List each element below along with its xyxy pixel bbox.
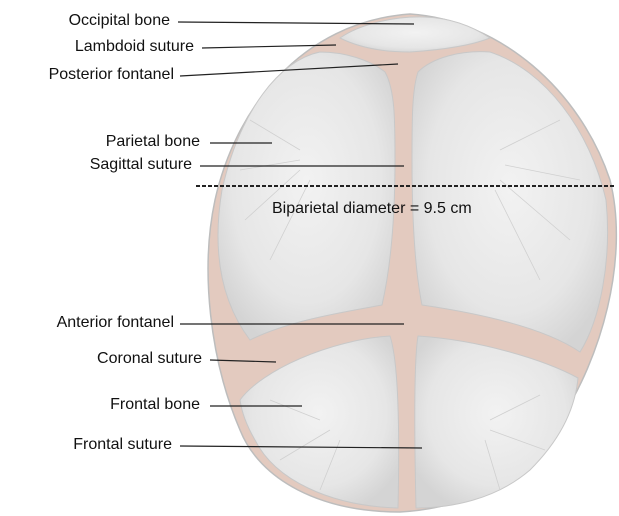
label-posterior-fontanel: Posterior fontanel [0, 66, 174, 84]
parietal-bone-left [218, 52, 395, 340]
label-biparietal-diameter: Biparietal diameter = 9.5 cm [272, 200, 472, 218]
label-parietal-bone: Parietal bone [0, 133, 200, 151]
label-lambdoid-suture: Lambdoid suture [0, 38, 194, 56]
label-frontal-suture: Frontal suture [0, 436, 172, 454]
label-sagittal-suture: Sagittal suture [0, 156, 192, 174]
label-frontal-bone: Frontal bone [0, 396, 200, 414]
label-anterior-fontanel: Anterior fontanel [0, 314, 174, 332]
label-occipital-bone: Occipital bone [0, 12, 170, 30]
label-coronal-suture: Coronal suture [0, 350, 202, 368]
